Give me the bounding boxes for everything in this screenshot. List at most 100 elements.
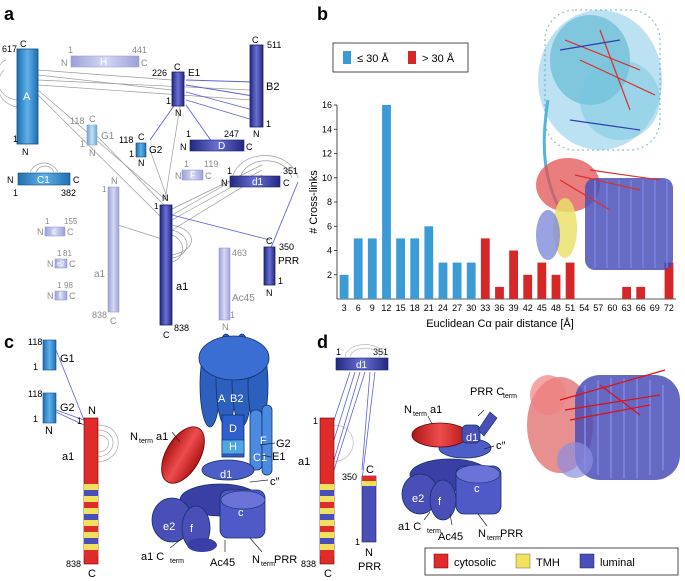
subunit-G2-bar: [135, 142, 147, 158]
subunit-G2-start: 1: [129, 149, 134, 159]
d-self-loops: [332, 344, 386, 463]
subunit-f-nterm: N: [47, 291, 54, 301]
subunit-D-end: 247: [224, 129, 239, 139]
panel-d: d d1 1 351 a1 1 838 C 350 C 1: [298, 332, 680, 580]
c-cdouble-label: c″: [270, 476, 280, 488]
x-tick-label-24: 24: [438, 303, 448, 313]
histogram-bar-24: [438, 262, 448, 299]
subunit-Ac45-start: 1: [230, 310, 235, 320]
d-PRR-end: 350: [342, 472, 357, 482]
histogram-bar-27: [452, 262, 462, 299]
subunit-D-label: D: [218, 141, 225, 152]
subunit-G1-cterm: C: [89, 114, 96, 124]
histogram-bar-45: [537, 262, 547, 299]
subunit-a1-pale-nterm: N: [111, 176, 118, 186]
d-PRR-cyto: [362, 476, 376, 481]
d-a1-tm-stripes: [320, 484, 334, 556]
subunit-d1-bar: [229, 175, 281, 188]
d-nterm-prr-sub: term: [487, 535, 501, 542]
legend-luminal-label: luminal: [600, 557, 635, 569]
subunit-C1-start: 1: [13, 188, 18, 198]
subunit-PRR-start: 1: [278, 276, 283, 286]
subunit-D-nterm: N: [180, 142, 187, 152]
x-tick-label-39: 39: [509, 303, 519, 313]
subunit-A-nterm: N: [22, 147, 29, 157]
c-G2-start: 1: [33, 414, 38, 424]
histogram-bar-72: [664, 262, 674, 299]
subunit-f-label: f: [59, 293, 61, 300]
d-nterm-sub: term: [413, 411, 427, 418]
subunit-PRR-label: PRR: [278, 256, 299, 267]
x-tick-label-63: 63: [622, 303, 632, 313]
c-cterm-sub: term: [170, 558, 184, 565]
x-tick-label-18: 18: [410, 303, 420, 313]
subunit-A-end: 617: [2, 44, 17, 54]
subunit-F-cterm: C: [205, 171, 212, 181]
x-tick-label-72: 72: [664, 303, 674, 313]
x-tick-label-33: 33: [480, 303, 490, 313]
subunit-E1-bar: [171, 71, 185, 107]
subunit-B2-bar: [249, 44, 264, 128]
subunit-a1-label: a1: [176, 281, 188, 293]
d-cartoon-d1-label: d1: [466, 432, 478, 444]
subunit-f-cterm: C: [69, 291, 76, 301]
d-prr-label: PRR: [500, 528, 523, 540]
c-a1-nterm: N: [88, 405, 96, 417]
c-nterm-prr: N: [252, 554, 260, 566]
subunit-a1-pale-bar: [107, 186, 120, 313]
x-tick-label-36: 36: [494, 303, 504, 313]
legend-luminal-swatch: [579, 553, 595, 569]
c-a1-end: 838: [66, 559, 81, 569]
subunit-Ac45-nterm: N: [222, 322, 229, 332]
subunit-a1-cterm: C: [163, 330, 170, 340]
subunit-G1-end: 118: [70, 116, 84, 126]
histogram-bar-9: [367, 238, 377, 299]
histogram-bar-66: [636, 286, 646, 299]
c-nterm-prr-sub: term: [261, 561, 275, 568]
c-nterm-label: N: [130, 431, 138, 443]
subunit-C1-end: 382: [61, 188, 76, 198]
subunit-E1-label: E1: [188, 68, 201, 79]
c-c-label: c: [238, 507, 244, 519]
subunit-B2-cterm: C: [252, 35, 259, 45]
histogram-bar-21: [424, 226, 434, 300]
c-nterm-sub: term: [139, 438, 153, 445]
c-E1-pointer-label: E1: [272, 451, 285, 463]
histogram-bar-63: [622, 286, 631, 299]
c-pointer-lines: [169, 431, 276, 553]
subunit-PRR-nterm: N: [266, 288, 273, 298]
x-tick-label-15: 15: [396, 303, 406, 313]
subunit-G1-start: 1: [80, 139, 85, 149]
histogram-bar-3: [339, 274, 349, 300]
x-tick-label-6: 6: [356, 303, 361, 313]
subunit-c-start: 1: [45, 217, 50, 226]
c-cterm-label: a1 C: [141, 551, 164, 563]
subunit-d1-start: 1: [227, 166, 232, 176]
x-tick-label-27: 27: [452, 303, 462, 313]
c-G2-nterm: N: [45, 425, 53, 437]
legend-short-swatch: [343, 51, 351, 64]
x-tick-label-9: 9: [370, 303, 375, 313]
x-tick-label-30: 30: [466, 303, 476, 313]
x-tick-label-21: 21: [424, 303, 434, 313]
subunit-A-cterm: C: [20, 39, 27, 49]
d-cartoon: d1 e2 f c c″ N term a1 PRR C term a1 C t…: [398, 386, 523, 543]
panel-c-letter: c: [4, 332, 14, 352]
subunit-a1-bar: [159, 204, 173, 326]
subunit-e2-bar: [54, 258, 68, 269]
subunit-G2-cterm: C: [138, 132, 145, 142]
subunit-a1-nterm: N: [162, 193, 169, 203]
subunit-d1-end: 351: [283, 166, 298, 176]
x-tick-label-45: 45: [537, 303, 547, 313]
histogram-bar-18: [410, 238, 420, 299]
d-PRR-cterm: C: [366, 464, 374, 476]
subunit-Ac45-bar: [218, 247, 231, 321]
subunit-f-start: 1: [57, 281, 62, 290]
x-tick-label-48: 48: [551, 303, 561, 313]
x-tick-label-60: 60: [607, 303, 617, 313]
subunit-PRR-end: 350: [279, 242, 294, 252]
y-tick-label: 2: [327, 270, 332, 280]
legend-short-label: ≤ 30 Å: [357, 52, 389, 65]
